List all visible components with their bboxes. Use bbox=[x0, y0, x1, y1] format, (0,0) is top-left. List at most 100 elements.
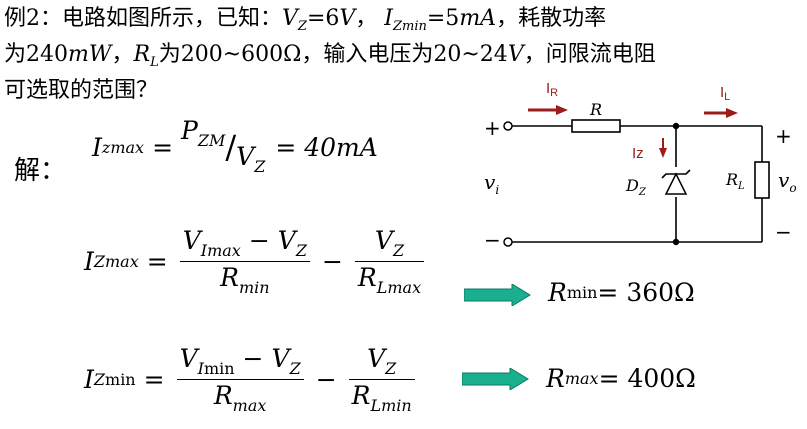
v-z-sub: Z bbox=[392, 241, 405, 260]
label-vi: vi bbox=[484, 170, 499, 197]
r-max-sub: max bbox=[232, 396, 267, 415]
problem-line-3: 可选取的范围？ bbox=[4, 75, 158, 106]
circuit-diagram bbox=[503, 105, 770, 247]
v-imin: V bbox=[179, 344, 198, 373]
label-plus-right: + bbox=[775, 124, 792, 148]
v-imax: V bbox=[182, 226, 201, 255]
problem-text: 为200~600Ω，输入电压为20~24 bbox=[158, 42, 508, 67]
resistor-rl bbox=[754, 161, 770, 199]
vi-symbol: v bbox=[484, 170, 496, 194]
vz-value: =6 bbox=[306, 6, 340, 31]
problem-text: ，问限流电阻 bbox=[523, 42, 656, 67]
r-symbol: R bbox=[548, 278, 567, 307]
eq3-lhs: I bbox=[84, 365, 94, 394]
separator: ， bbox=[355, 6, 378, 31]
eq1-den-sub: Z bbox=[254, 157, 266, 176]
ir-symbol: I bbox=[546, 80, 551, 97]
r-min-sub: min bbox=[238, 278, 270, 297]
label-minus-left: − bbox=[484, 228, 501, 252]
r-min-value: = 360Ω bbox=[597, 278, 695, 307]
vz-unit: V bbox=[339, 6, 356, 31]
r-lmax: R bbox=[357, 263, 377, 292]
dz-sub: Z bbox=[638, 187, 646, 198]
problem-text: ，耗散功率 bbox=[496, 6, 607, 31]
r-lmin: R bbox=[351, 381, 371, 410]
problem-line-1: 例2：电路如图所示，已知：VZ=6V， IZmin=5mA，耗散功率 bbox=[4, 3, 606, 42]
current-arrow-ir bbox=[528, 105, 568, 115]
vo-symbol: v bbox=[778, 168, 790, 192]
current-arrow-il bbox=[704, 108, 738, 118]
label-il: IL bbox=[720, 84, 730, 103]
ir-sub: R bbox=[550, 87, 559, 99]
eq1-rhs: = 40mA bbox=[275, 132, 378, 162]
v-imin-sub: I bbox=[197, 359, 204, 378]
vi-sub: i bbox=[495, 183, 500, 197]
solution-label: 解： bbox=[14, 156, 67, 186]
r-max-value: = 400Ω bbox=[598, 364, 696, 393]
v-z-sub: Z bbox=[385, 359, 397, 378]
label-ir: IR bbox=[546, 80, 558, 99]
r-max-sub: max bbox=[564, 369, 599, 388]
rl-sub: L bbox=[738, 181, 745, 192]
iz-value: =5 bbox=[426, 6, 460, 31]
label-iz: Iz bbox=[632, 145, 644, 162]
r-lmin-sub: Lmin bbox=[370, 396, 412, 415]
rl-symbol: R bbox=[133, 42, 151, 67]
label-dz: DZ bbox=[626, 176, 646, 198]
junction-dot bbox=[672, 238, 680, 246]
eq2-lhs-sub: Zmax bbox=[93, 252, 139, 271]
eq2-lhs: I bbox=[84, 247, 94, 276]
rl-subscript: L bbox=[150, 55, 159, 70]
label-r: R bbox=[590, 100, 603, 119]
v-z: V bbox=[277, 226, 296, 255]
voltage-unit: V bbox=[507, 42, 524, 67]
fraction: VImax−VZ Rmin bbox=[179, 226, 310, 297]
label-rl: RL bbox=[726, 170, 745, 192]
eq1-lhs-sub: zmax bbox=[101, 137, 145, 157]
v-z: V bbox=[374, 226, 393, 255]
v-z-sub: Z bbox=[295, 241, 307, 260]
separator: ， bbox=[111, 42, 134, 67]
fraction: VZ RLmax bbox=[354, 226, 425, 297]
dz-symbol: D bbox=[626, 176, 639, 195]
power-unit: mW bbox=[68, 42, 112, 67]
equals-sign: = bbox=[152, 132, 174, 162]
label-vo: vo bbox=[778, 168, 797, 195]
eq1-den: V bbox=[236, 142, 255, 171]
terminal-input-plus bbox=[503, 121, 513, 131]
v-imin-sub-min: min bbox=[203, 359, 235, 378]
il-symbol: I bbox=[720, 84, 725, 101]
iz-subscript: Zmin bbox=[392, 19, 427, 34]
eq1-lhs: I bbox=[92, 132, 102, 162]
problem-text: 例2：电路如图所示，已知： bbox=[4, 6, 282, 31]
rl-symbol: R bbox=[726, 170, 739, 189]
r-max: R bbox=[213, 381, 233, 410]
junction-dot bbox=[672, 122, 680, 130]
eq1-num: P bbox=[181, 116, 198, 145]
v-imax-sub: Imax bbox=[200, 241, 241, 260]
il-sub: L bbox=[724, 91, 731, 103]
label-plus-left: + bbox=[484, 116, 501, 140]
eq1-num-sub: ZM bbox=[197, 131, 226, 150]
zener-diode bbox=[661, 169, 691, 195]
terminal-input-minus bbox=[503, 237, 513, 247]
vz-symbol: V bbox=[282, 6, 298, 31]
eq3-lhs-sub: Z bbox=[93, 370, 106, 389]
eq3-lhs-sub-min: min bbox=[105, 370, 136, 389]
problem-text: 为240 bbox=[4, 42, 68, 67]
r-symbol: R bbox=[546, 364, 565, 393]
r-min-sub: min bbox=[566, 283, 598, 302]
result-arrow-2 bbox=[462, 368, 529, 390]
problem-text: 可选取的范围？ bbox=[4, 78, 159, 103]
r-min: R bbox=[220, 263, 239, 292]
vo-sub: o bbox=[789, 181, 797, 195]
current-arrow-iz bbox=[659, 138, 667, 158]
slash: / bbox=[225, 128, 237, 166]
minus-sign: − bbox=[248, 226, 270, 255]
result-arrow-1 bbox=[464, 284, 531, 306]
